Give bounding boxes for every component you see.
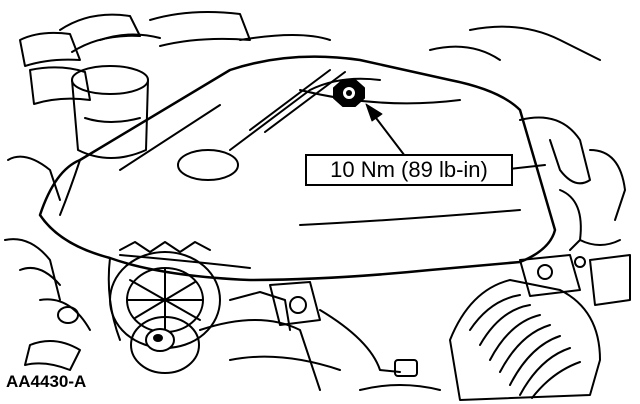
figure-id: AA4430-A — [6, 372, 87, 391]
torque-callout: 10 Nm (89 lb-in) — [305, 154, 513, 186]
hex-nut-icon — [333, 79, 365, 107]
lower-bracket — [269, 281, 418, 377]
lower-left-hoses — [4, 155, 91, 371]
upper-left-hoses — [19, 11, 331, 105]
left-cylinder — [71, 65, 149, 159]
right-bracket — [519, 254, 586, 297]
arrow-icon — [365, 103, 409, 161]
air-intake-duct — [449, 279, 601, 401]
pulley — [130, 291, 321, 391]
bottom-details — [229, 355, 441, 391]
cover-emblem — [177, 149, 239, 181]
right-hoses — [429, 25, 631, 306]
